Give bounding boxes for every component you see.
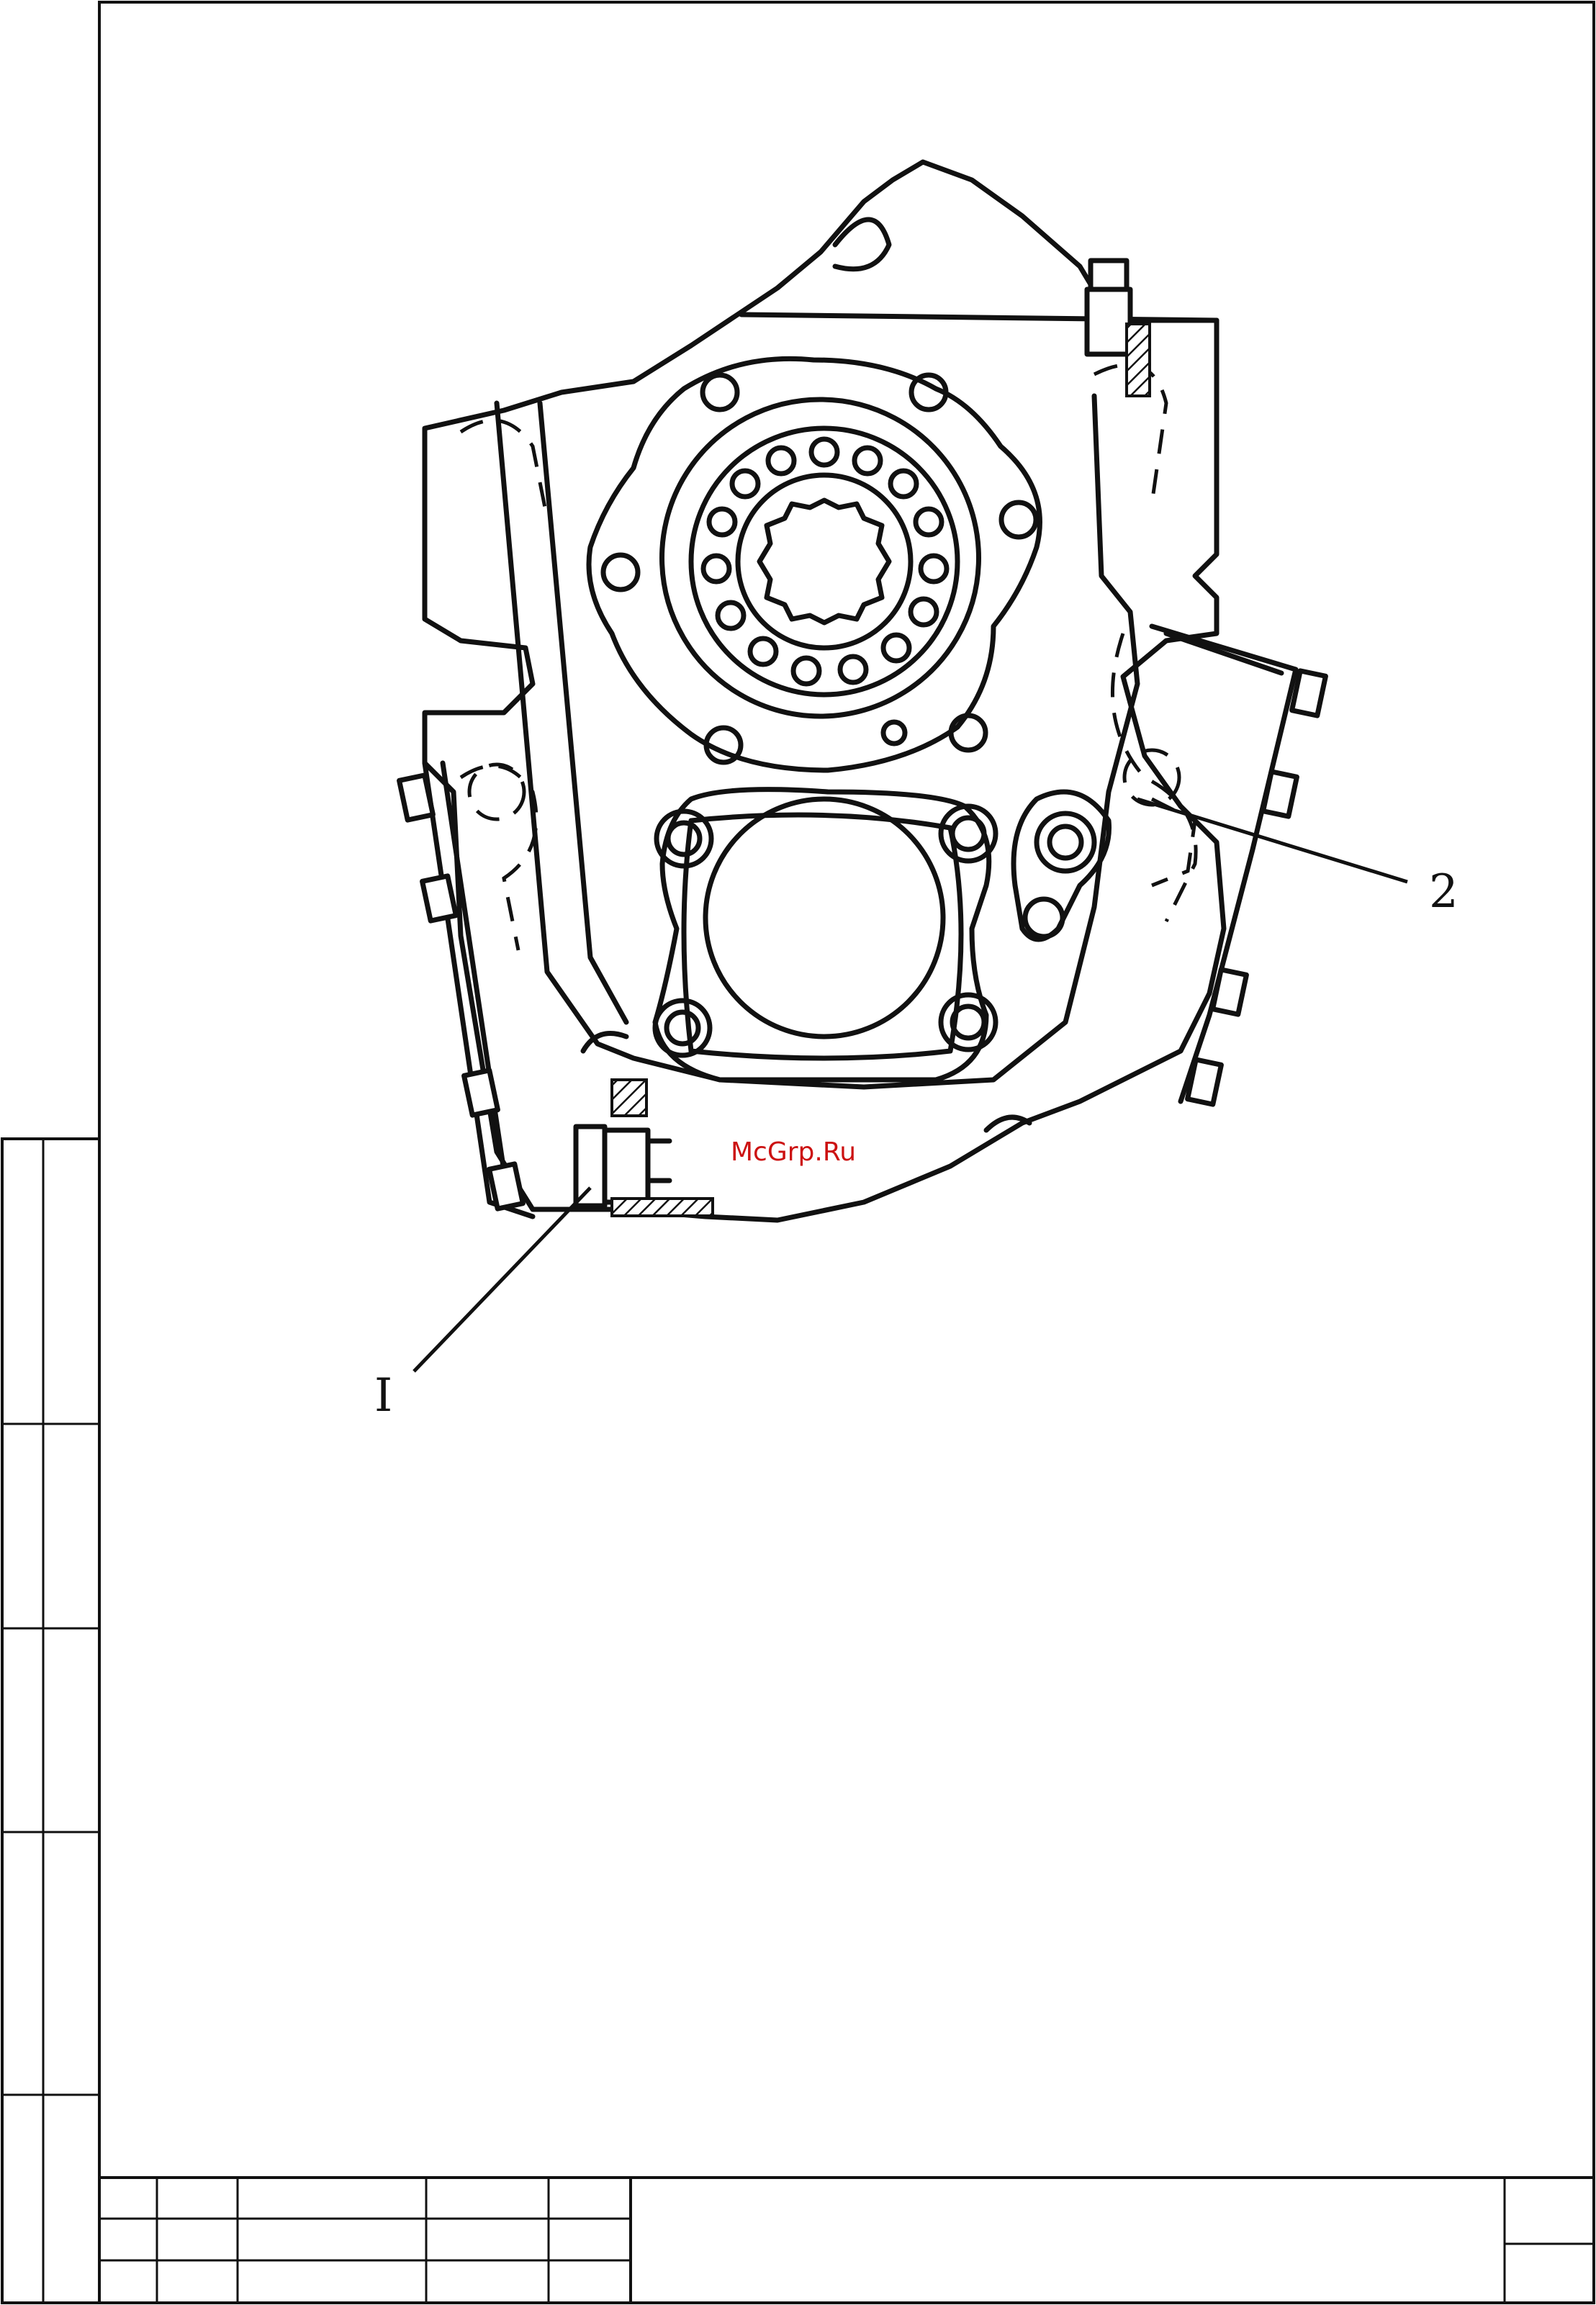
callout-label-1: I <box>374 1369 392 1422</box>
callout-label-2: 2 <box>1429 865 1459 919</box>
left-margin-strip <box>2 1139 99 2303</box>
left-flange-bolts <box>400 775 523 1209</box>
right-flange-bolts <box>1188 671 1326 1104</box>
leader-line-1 <box>414 1188 590 1371</box>
title-block <box>99 2178 1594 2303</box>
watermark-text: McGrp.Ru <box>731 1137 856 1167</box>
gearbox-housing-drawing <box>400 162 1326 1220</box>
